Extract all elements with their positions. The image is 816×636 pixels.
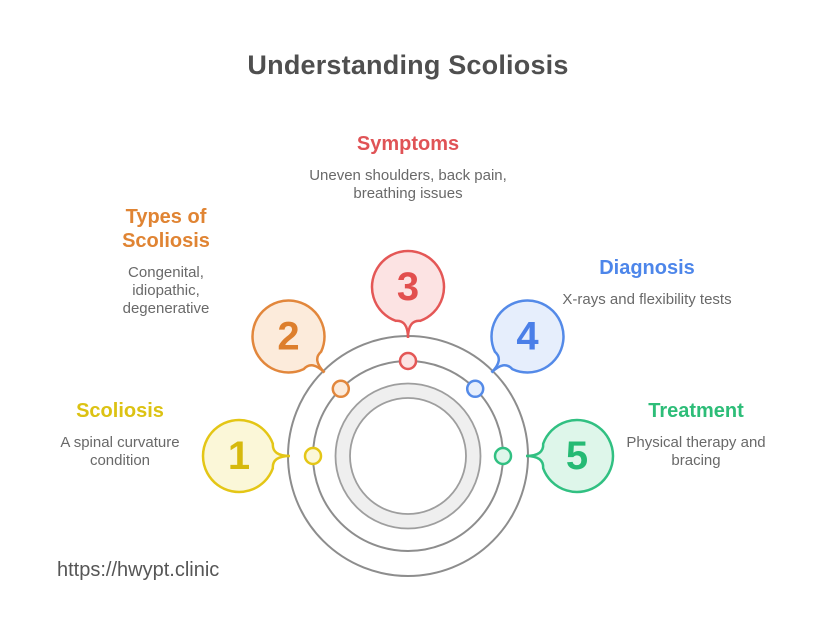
step-description-scoliosis: A spinal curvature condition — [60, 434, 180, 469]
step-number-3: 3 — [397, 265, 419, 309]
step-description-types: Congenital, idiopathic, degenerative — [122, 264, 210, 317]
step-heading-diagnosis: Diagnosis — [599, 257, 695, 279]
step-heading-symptoms: Symptoms — [356, 133, 460, 155]
step-bubble-5 — [525, 418, 615, 494]
step-bubble-2 — [251, 299, 326, 374]
step-dot-5 — [493, 446, 513, 466]
step-dot-3 — [398, 351, 418, 371]
step-dot-1 — [303, 446, 323, 466]
step-heading-scoliosis: Scoliosis — [76, 400, 164, 422]
step-block-treatment: Treatment Physical therapy and bracing — [611, 399, 781, 470]
step-description-symptoms: Uneven shoulders, back pain, breathing i… — [309, 167, 507, 202]
page-title: Understanding Scoliosis — [247, 50, 569, 80]
step-block-scoliosis: Scoliosis A spinal curvature condition — [40, 399, 200, 470]
step-bubble-1 — [201, 418, 291, 494]
step-number-4: 4 — [516, 315, 539, 359]
step-block-symptoms: Symptoms Uneven shoulders, back pain, br… — [308, 132, 508, 203]
step-number-2: 2 — [277, 315, 299, 359]
step-bubble-3 — [370, 249, 446, 339]
source-url: https://hwypt.clinic — [57, 559, 220, 581]
step-number-1: 1 — [228, 434, 250, 478]
step-block-diagnosis: Diagnosis X-rays and flexibility tests — [562, 256, 732, 309]
inner-donut-inner-circle — [349, 397, 467, 515]
step-description-treatment: Physical therapy and bracing — [626, 434, 766, 469]
step-block-types: Types of Scoliosis Congenital, idiopathi… — [96, 205, 236, 318]
step-heading-types: Types of Scoliosis — [122, 206, 210, 252]
step-bubble-4 — [490, 299, 565, 374]
step-number-5: 5 — [566, 434, 588, 478]
step-heading-treatment: Treatment — [648, 400, 744, 422]
step-dot-2 — [331, 379, 351, 399]
step-dot-4 — [465, 379, 485, 399]
step-description-diagnosis: X-rays and flexibility tests — [562, 291, 732, 308]
